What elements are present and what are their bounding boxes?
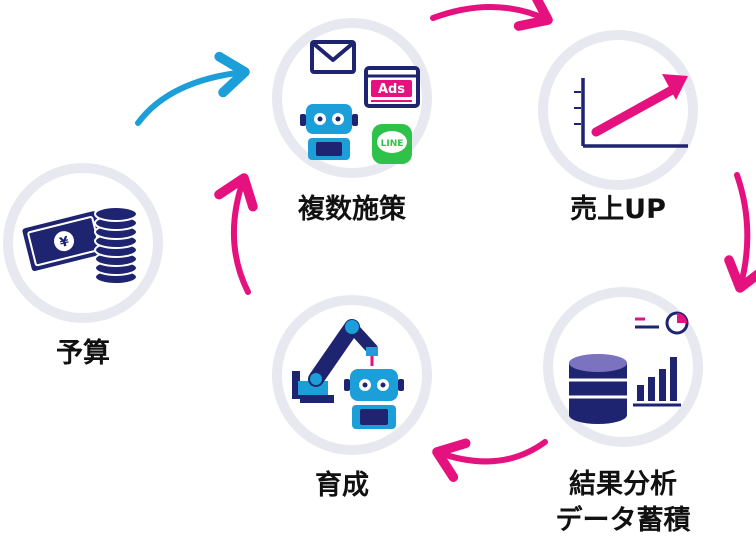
- robot-arm-icon: [292, 319, 404, 429]
- robot-icon: [300, 104, 358, 160]
- mail-icon: [310, 40, 356, 74]
- budget-label: 予算: [56, 338, 110, 369]
- analysis-node: [543, 287, 703, 447]
- small-robot-icon: [344, 369, 404, 429]
- measures-node: Ads LINE: [272, 18, 432, 178]
- analysis-label: 結果分析 データ蓄積: [528, 467, 718, 540]
- measures-icon: Ads LINE: [300, 40, 420, 164]
- bar-chart-icon: [637, 357, 677, 401]
- training-label: 育成: [315, 470, 369, 501]
- analysis-label-line1: 結果分析: [569, 469, 677, 500]
- training-node: [272, 295, 432, 455]
- line-text: LINE: [381, 139, 404, 149]
- arrow-analysis-to-training: [432, 438, 548, 482]
- database-chart-icon: [569, 311, 689, 424]
- ads-window-icon: Ads: [364, 66, 420, 108]
- measures-label: 複数施策: [298, 194, 406, 225]
- svg-text:¥: ¥: [58, 234, 70, 251]
- analysis-label-line2: データ蓄積: [555, 505, 691, 537]
- sales-label: 売上UP: [570, 194, 666, 225]
- database-icon: [569, 354, 627, 424]
- growth-chart-icon: [574, 74, 698, 148]
- budget-node: ¥: [3, 163, 163, 323]
- pie-legend-icon: [635, 311, 689, 335]
- sales-node: [538, 30, 698, 190]
- money-coins-icon: ¥: [22, 206, 138, 285]
- arrow-training-to-measures: [214, 173, 258, 295]
- arrow-budget-to-measures: [135, 51, 250, 126]
- line-app-icon: LINE: [372, 124, 412, 164]
- industrial-arm: [292, 319, 378, 403]
- arrow-sales-to-analysis: [724, 172, 756, 293]
- ads-text: Ads: [378, 82, 405, 97]
- arrow-measures-to-sales: [430, 0, 553, 31]
